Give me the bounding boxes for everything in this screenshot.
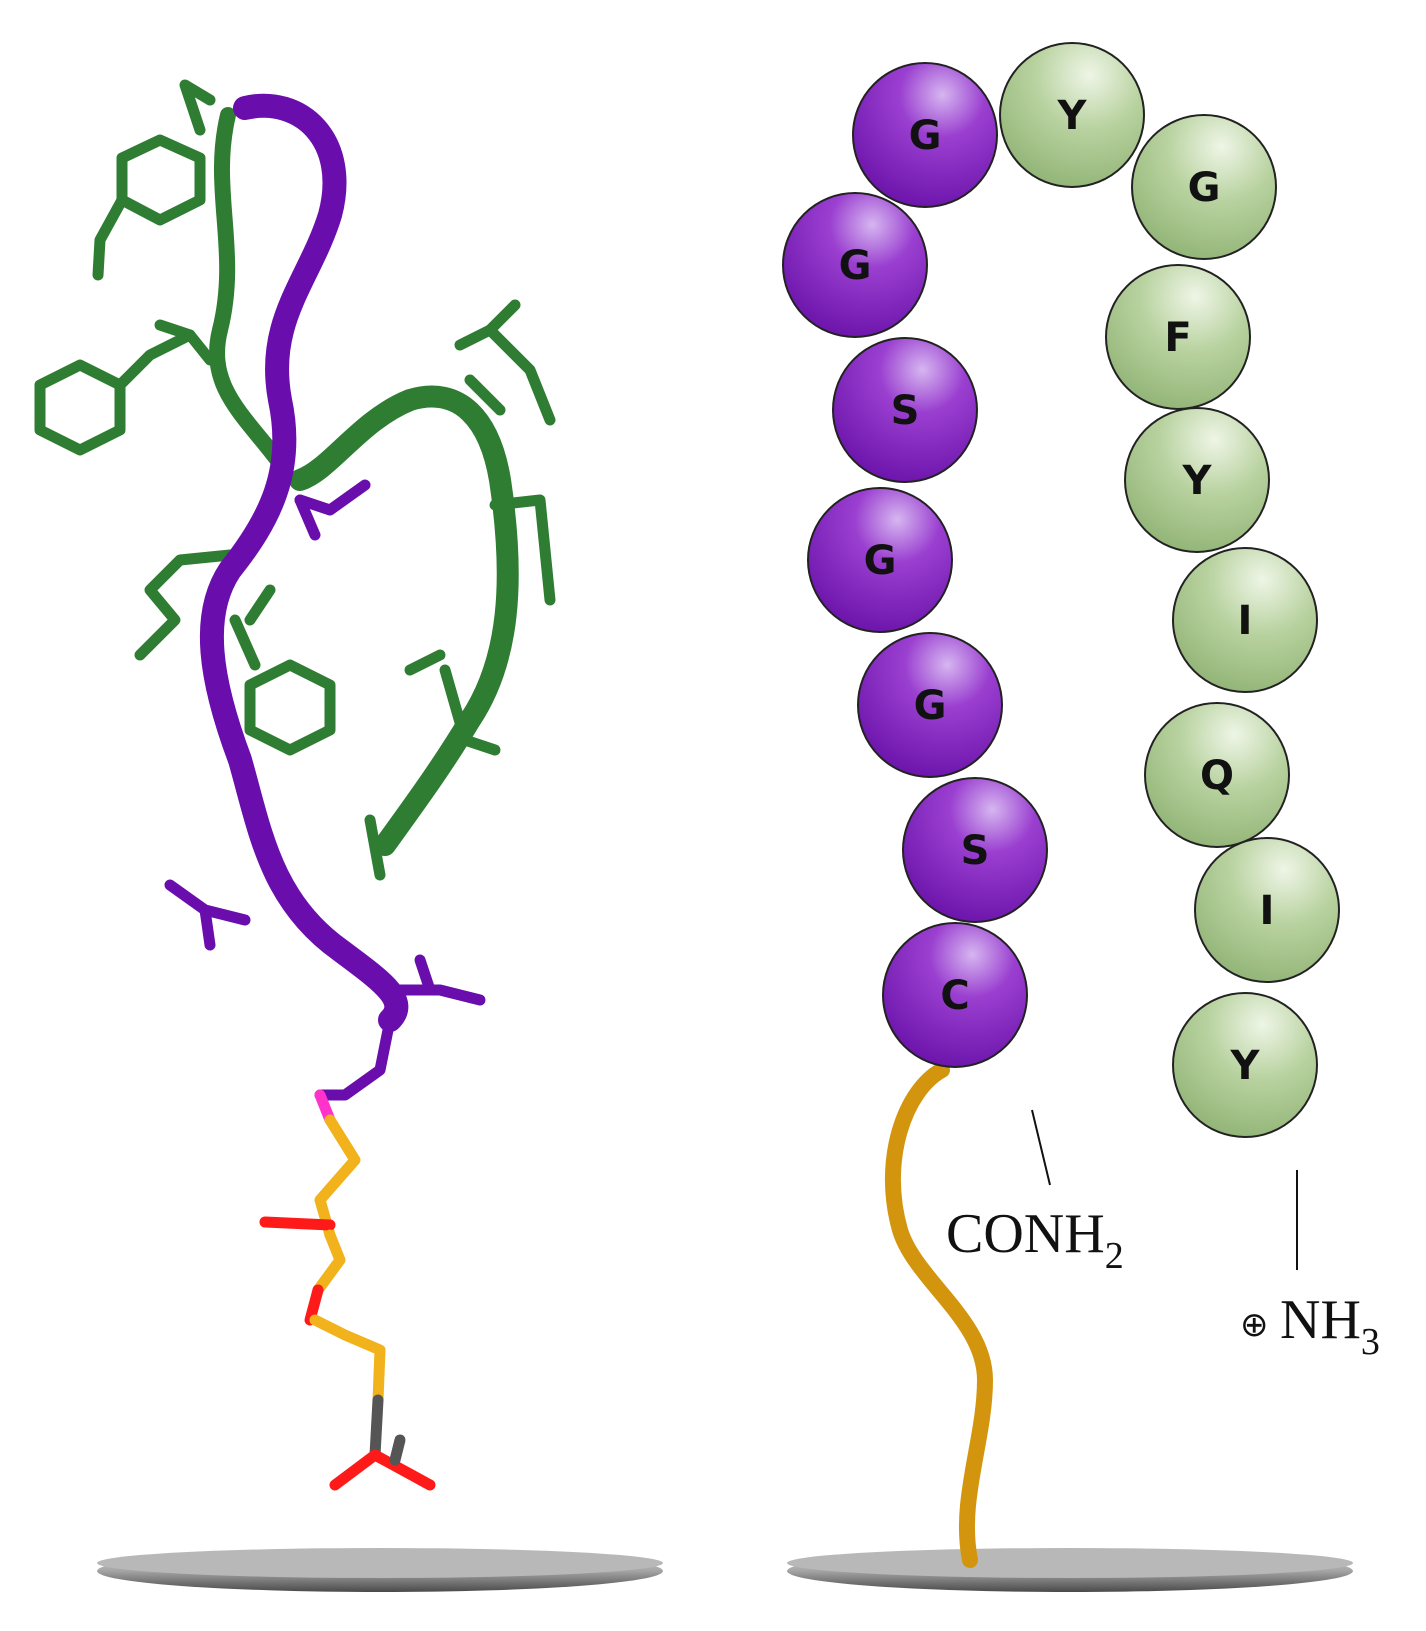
green-bead-6-label: Q <box>1200 753 1234 799</box>
purple-bead-4-label: G <box>864 538 897 584</box>
green-bead-1: Y <box>999 42 1145 188</box>
green-bead-1-label: Y <box>1057 93 1088 139</box>
left-panel-molecular-model <box>34 79 663 1592</box>
n-terminus-label: NH3 <box>1280 1289 1380 1363</box>
purple-bead-2-label: G <box>839 243 872 289</box>
purple-bead-2: G <box>782 192 928 338</box>
green-ribbon-strand-right <box>289 385 519 856</box>
c-terminus-label: CONH2 <box>946 1203 1124 1277</box>
purple-bead-7-label: C <box>940 973 969 1019</box>
purple-bead-7: C <box>882 922 1028 1068</box>
green-bead-8: Y <box>1172 992 1318 1138</box>
peptide-beads: Y G F Y I Q I Y G G S G G S C <box>782 42 1340 1138</box>
purple-bead-6-label: S <box>961 828 990 874</box>
c-terminus-pointer <box>1031 1109 1051 1186</box>
green-side-chains <box>34 79 556 881</box>
tether-chain <box>885 1062 994 1568</box>
green-bead-8-label: Y <box>1230 1043 1261 1089</box>
purple-bead-5: G <box>857 632 1003 778</box>
purple-ribbon-backbone <box>199 93 409 1032</box>
linker-tether-atoms <box>259 1089 436 1491</box>
surface-disk-left <box>97 1548 663 1592</box>
green-bead-3: F <box>1105 264 1251 410</box>
positive-charge-icon: ⊕ <box>1240 1305 1269 1345</box>
green-bead-7: I <box>1194 837 1340 983</box>
purple-bead-4: G <box>807 487 953 633</box>
purple-bead-6: S <box>902 777 1048 923</box>
purple-bead-3: S <box>832 337 978 483</box>
surface-disk-right <box>787 1548 1353 1592</box>
green-bead-4-label: Y <box>1182 458 1213 504</box>
right-panel-bead-model: Y G F Y I Q I Y G G S G G S C CONH2 NH3 ⊕ <box>782 42 1380 1592</box>
green-bead-4: Y <box>1124 407 1270 553</box>
purple-bead-5-label: G <box>914 683 947 729</box>
green-bead-2-label: G <box>1188 165 1221 211</box>
purple-bead-1: G <box>852 62 998 208</box>
green-ribbon-strand-left <box>209 107 293 478</box>
purple-bead-3-label: S <box>891 388 920 434</box>
green-bead-5: I <box>1172 547 1318 693</box>
purple-side-chains <box>164 479 486 1101</box>
green-bead-6: Q <box>1144 702 1290 848</box>
green-bead-3-label: F <box>1164 315 1191 361</box>
green-bead-7-label: I <box>1260 888 1275 934</box>
purple-bead-1-label: G <box>909 113 942 159</box>
green-bead-5-label: I <box>1238 598 1253 644</box>
green-bead-2: G <box>1131 114 1277 260</box>
